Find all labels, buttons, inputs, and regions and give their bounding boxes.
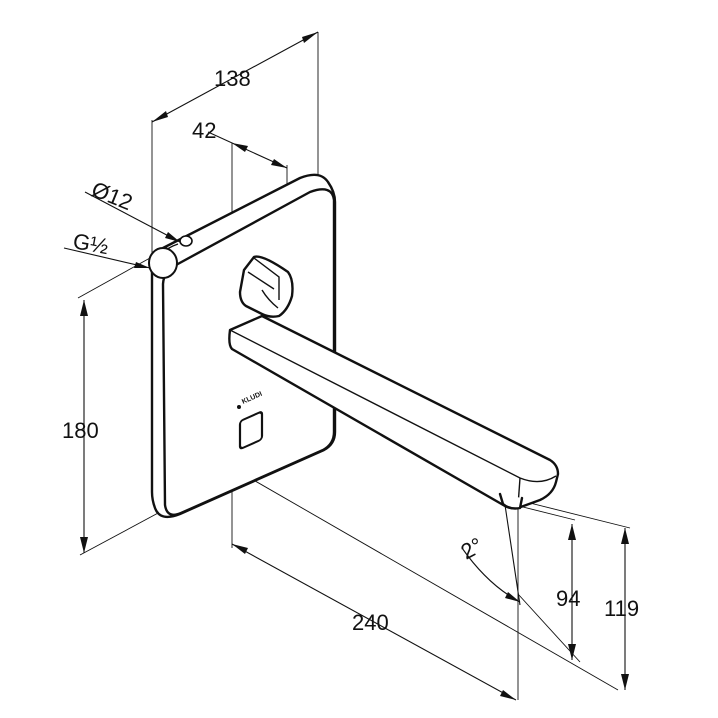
dimension-180: 180 (62, 300, 99, 553)
dimension-240: 240 (231, 543, 517, 701)
dimension-42: 42 (192, 118, 288, 169)
extension-lines (77, 32, 631, 700)
dim-angle-label: 2° (457, 532, 487, 564)
dim-diameter-label: Ø12 (88, 176, 136, 215)
spout (228, 314, 560, 510)
dim-thread-label: G½ (71, 228, 110, 259)
dimension-thread: G½ (63, 228, 151, 269)
dim-138-label: 138 (214, 66, 251, 91)
dim-42-label: 42 (192, 118, 216, 143)
dim-180-label: 180 (62, 418, 99, 443)
dim-94-label: 94 (556, 586, 580, 611)
dimension-138: 138 (151, 31, 319, 123)
dim-119-label: 119 (604, 596, 639, 621)
temperature-knob (238, 255, 294, 318)
dimension-94: 94 (517, 524, 580, 663)
dimension-angle-2: 2° (457, 504, 521, 606)
dimension-119: 119 (604, 528, 639, 690)
dim-240-label: 240 (352, 610, 389, 635)
sensor-window (238, 411, 264, 450)
supply-connector (148, 247, 178, 279)
